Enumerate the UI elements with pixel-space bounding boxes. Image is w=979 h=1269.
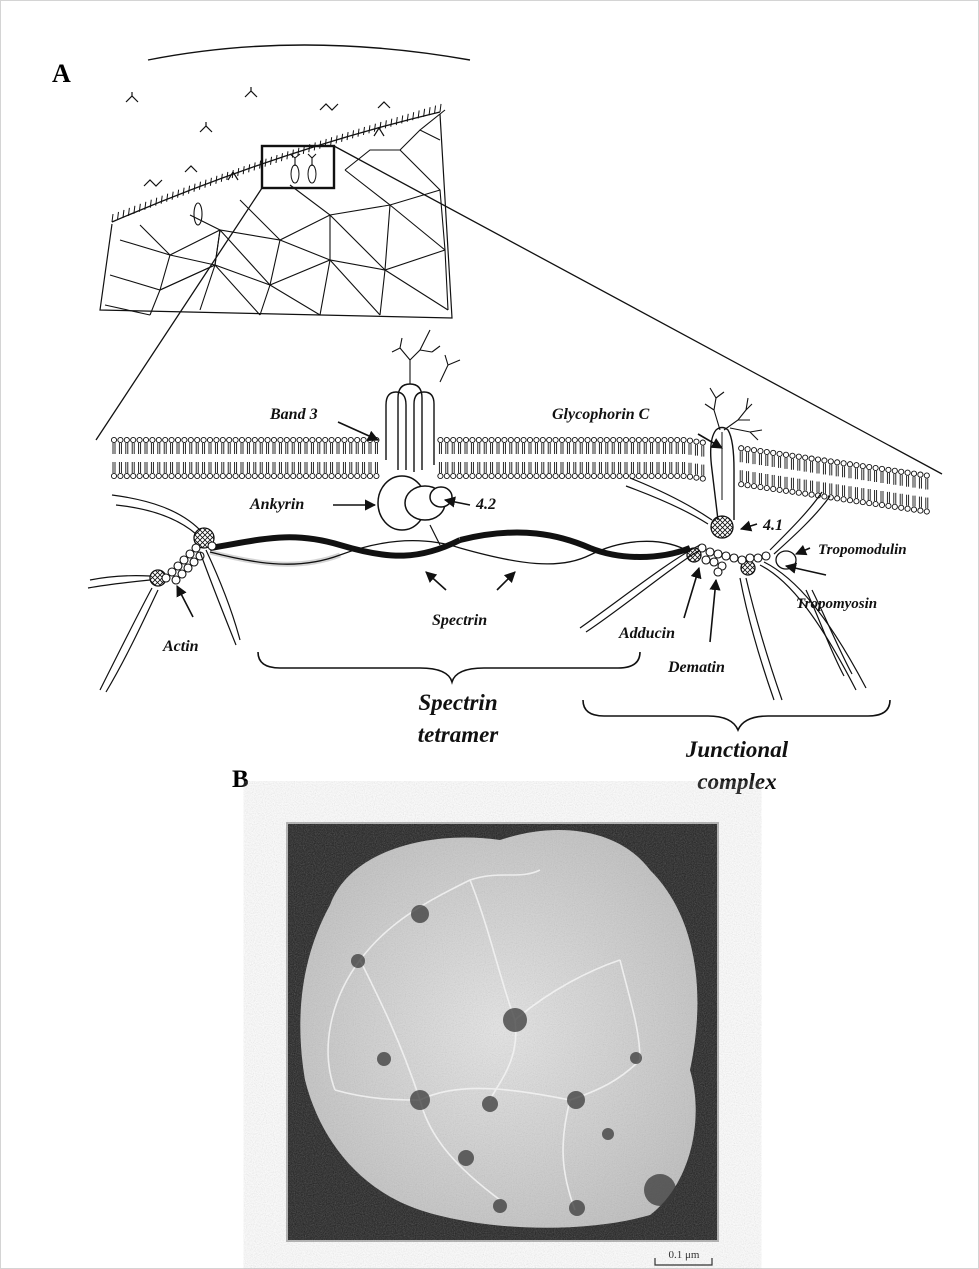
label-spectrin-tetramer-line1: Spectrin [418,690,497,715]
label-adducin: Adducin [618,625,675,642]
panel-label-a: A [52,59,71,88]
scale-bar-label: 0.1 μm [669,1249,700,1261]
label-tropomyosin: Tropomyosin [796,596,877,612]
spectrin-strands [210,525,690,564]
band3-protein [386,330,460,472]
label-4-2: 4.2 [475,496,496,513]
cell-surface-sketch [96,45,942,474]
label-tropomodulin: Tropomodulin [818,542,907,558]
left-junctional-complex [88,495,240,692]
label-4-1: 4.1 [762,517,783,534]
label-dematin: Dematin [667,659,725,676]
label-spectrin-tetramer-line2: tetramer [418,722,500,747]
spectrin-tetramer-brace [258,652,640,682]
label-ankyrin: Ankyrin [249,496,304,513]
electron-micrograph [287,823,718,1241]
scale-bar: 0.1 μm [655,1249,712,1265]
panel-label-b: B [232,766,249,793]
label-spectrin: Spectrin [432,612,487,629]
label-actin: Actin [162,638,199,655]
label-junctional-line2: complex [697,769,776,794]
label-band3: Band 3 [269,406,318,423]
protein-4-2 [430,487,452,507]
label-junctional-line1: Junctional [685,737,789,762]
label-glycophorin-c: Glycophorin C [552,406,650,423]
junctional-complex-brace [583,700,890,730]
